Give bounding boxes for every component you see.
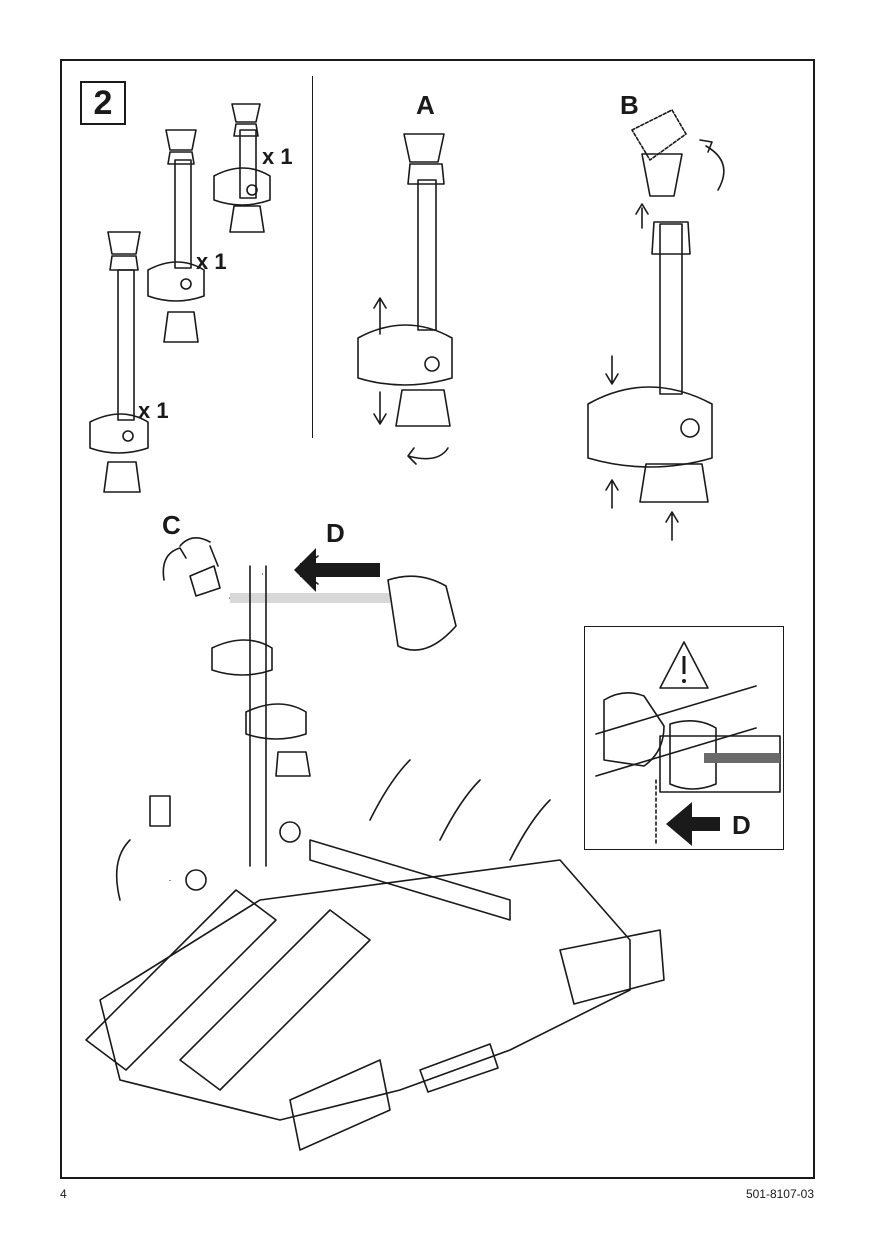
- document-number: 501-8107-03: [745, 1187, 814, 1201]
- section-divider: [312, 76, 313, 438]
- label-b: B: [620, 90, 639, 120]
- page-number: 4: [60, 1187, 67, 1201]
- warning-triangle-icon: [659, 641, 709, 689]
- detail-rod: [595, 685, 781, 847]
- quantity-middle: x 1: [196, 249, 227, 274]
- bike-carrier: [85, 537, 665, 1151]
- arm-middle: [147, 129, 205, 343]
- label-a: A: [416, 90, 435, 120]
- figure-a-arm: [357, 133, 453, 465]
- step-number: 2: [80, 81, 126, 125]
- arm-bottom: [89, 231, 149, 493]
- label-d: D: [326, 518, 345, 548]
- label-c: C: [162, 510, 181, 540]
- detail-arrow-icon: [666, 802, 720, 846]
- illustration-frame: [60, 59, 815, 1179]
- figure-b-arm: [587, 109, 725, 541]
- quantity-bottom: x 1: [138, 398, 169, 423]
- arm-top: [213, 103, 271, 233]
- quantity-top: x 1: [262, 144, 293, 169]
- label-detail-d: D: [732, 810, 751, 840]
